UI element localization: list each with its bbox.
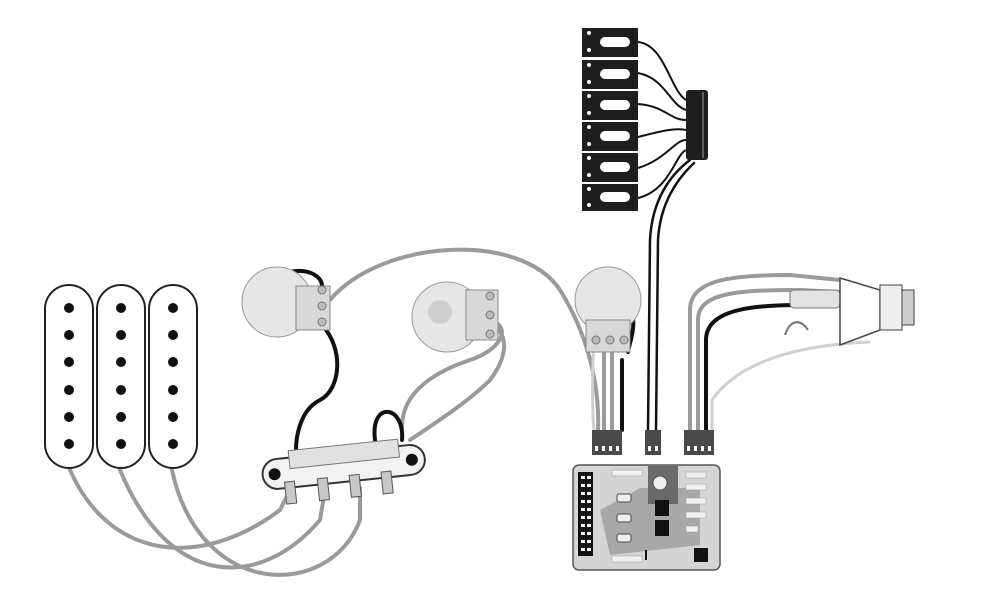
potentiometer-blend: [574, 266, 642, 353]
potentiometer-volume: [241, 266, 331, 338]
light-wires: [591, 337, 871, 431]
connector-4pin-right: [684, 430, 714, 455]
humbucker-pickups: [44, 284, 198, 469]
connectors: [592, 430, 714, 455]
connector-4pin-left: [592, 430, 622, 455]
pickup-selector-switch: [261, 438, 426, 505]
saddle-wire-b: [654, 161, 696, 432]
pickup3-wire: [170, 468, 362, 577]
jack-wire-light: [710, 340, 871, 430]
jack-wire-1: [688, 272, 842, 432]
jack-black-wire: [704, 303, 847, 432]
saddle-wire-a: [646, 158, 692, 432]
pickup2-wire: [118, 468, 327, 570]
connector-2pin: [645, 430, 661, 455]
pickup-bridge: [148, 284, 198, 469]
pickup1-wire: [68, 468, 292, 550]
saddle-connector-block: [686, 90, 708, 160]
preamp-circuit-board: [572, 464, 721, 571]
gray-wires: [68, 247, 842, 577]
output-jack: [784, 276, 915, 347]
pickup-neck: [44, 284, 94, 469]
black-wires: [266, 158, 847, 477]
pot2-loop-wire: [408, 323, 507, 442]
switch-jumper-2: [372, 409, 405, 442]
pot1-to-switch-wire: [294, 323, 340, 472]
jack-wire-2: [696, 287, 842, 432]
potentiometer-tone: [411, 281, 499, 353]
pickup-middle: [96, 284, 146, 469]
saddle-pickups: [582, 28, 708, 211]
